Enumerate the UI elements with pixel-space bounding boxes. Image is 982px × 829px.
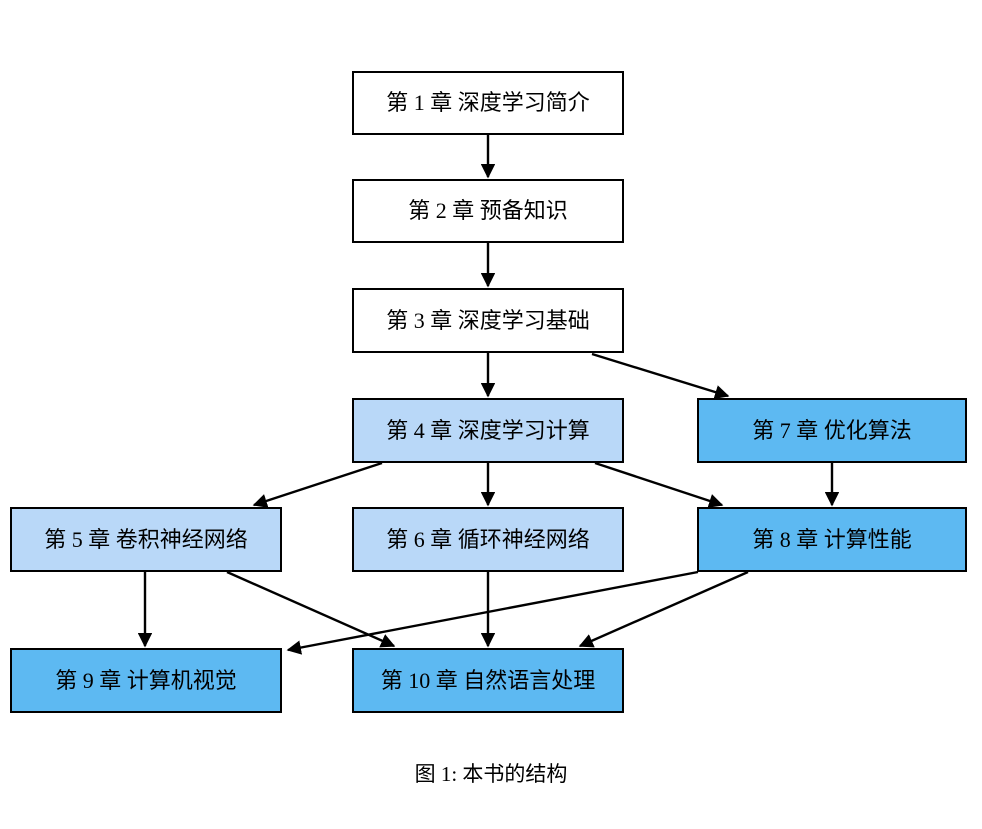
node-chapter-5: 第 5 章 卷积神经网络 xyxy=(10,507,282,572)
node-chapter-10-label: 第 10 章 自然语言处理 xyxy=(380,667,596,693)
node-chapter-9-label: 第 9 章 计算机视觉 xyxy=(55,667,237,693)
node-chapter-10: 第 10 章 自然语言处理 xyxy=(352,648,624,713)
node-chapter-1-label: 第 1 章 深度学习简介 xyxy=(386,90,590,115)
arrow-ch8-to-ch9 xyxy=(286,570,699,655)
node-chapter-3-label: 第 3 章 深度学习基础 xyxy=(386,307,590,333)
node-chapter-7-label: 第 7 章 优化算法 xyxy=(752,417,912,443)
node-chapter-8-label: 第 8 章 计算性能 xyxy=(752,526,912,552)
node-chapter-1: 第 1 章 深度学习简介 xyxy=(352,71,624,135)
arrow-ch4-to-ch8 xyxy=(594,461,724,508)
node-chapter-4: 第 4 章 深度学习计算 xyxy=(352,398,624,463)
node-chapter-7: 第 7 章 优化算法 xyxy=(697,398,967,463)
node-chapter-2: 第 2 章 预备知识 xyxy=(352,179,624,243)
node-chapter-5-label: 第 5 章 卷积神经网络 xyxy=(44,526,248,552)
node-chapter-6: 第 6 章 循环神经网络 xyxy=(352,507,624,572)
node-chapter-3: 第 3 章 深度学习基础 xyxy=(352,288,624,353)
arrow-ch8-to-ch10 xyxy=(578,570,749,648)
node-chapter-6-label: 第 6 章 循环神经网络 xyxy=(386,526,590,552)
arrow-ch4-to-ch5 xyxy=(252,461,383,508)
node-chapter-2-label: 第 2 章 预备知识 xyxy=(408,198,568,223)
node-chapter-9: 第 9 章 计算机视觉 xyxy=(10,648,282,713)
arrow-ch5-to-ch10 xyxy=(226,570,396,648)
node-chapter-8: 第 8 章 计算性能 xyxy=(697,507,967,572)
node-chapter-4-label: 第 4 章 深度学习计算 xyxy=(386,417,590,443)
figure-caption: 图 1: 本书的结构 xyxy=(414,762,568,786)
arrow-ch3-to-ch7 xyxy=(591,352,730,400)
